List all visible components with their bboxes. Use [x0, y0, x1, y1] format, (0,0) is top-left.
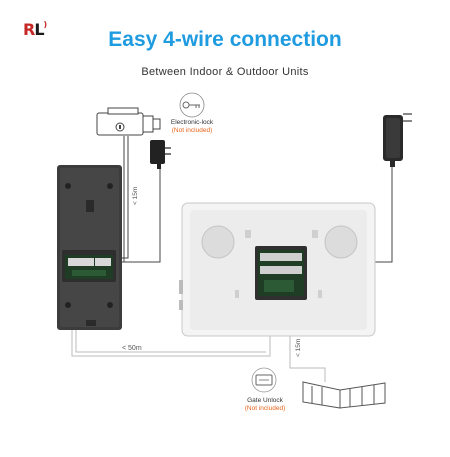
gate-label: Gate Unlock	[247, 397, 283, 404]
lock-note: (Not included)	[171, 127, 213, 134]
indoor-unit	[179, 202, 376, 337]
page-subtitle: Between Indoor & Outdoor Units	[141, 66, 309, 78]
wire-adapter-to-outdoor	[120, 168, 161, 263]
outdoor-unit	[57, 165, 122, 330]
key-icon	[179, 92, 205, 118]
lock-label: Electronic-lock	[170, 119, 214, 126]
logo-signal-mark: )	[43, 20, 48, 29]
logo-letter-r: R	[23, 20, 35, 39]
distance-gate: < 15m	[295, 339, 302, 357]
power-adapter-right-icon	[383, 113, 412, 167]
page-title: Easy 4-wire connection	[108, 28, 342, 51]
gate-device	[302, 381, 386, 409]
power-adapter-left-icon	[150, 140, 171, 169]
gate-note: (Not included)	[244, 405, 286, 412]
electronic-lock-device	[96, 107, 161, 136]
logo-letter-l: L	[34, 20, 44, 39]
distance-indoor: < 50m	[122, 345, 142, 352]
gate-unlock-icon	[251, 367, 277, 393]
distance-lock: < 15m	[132, 187, 139, 205]
brand-logo: RL)	[23, 20, 48, 39]
